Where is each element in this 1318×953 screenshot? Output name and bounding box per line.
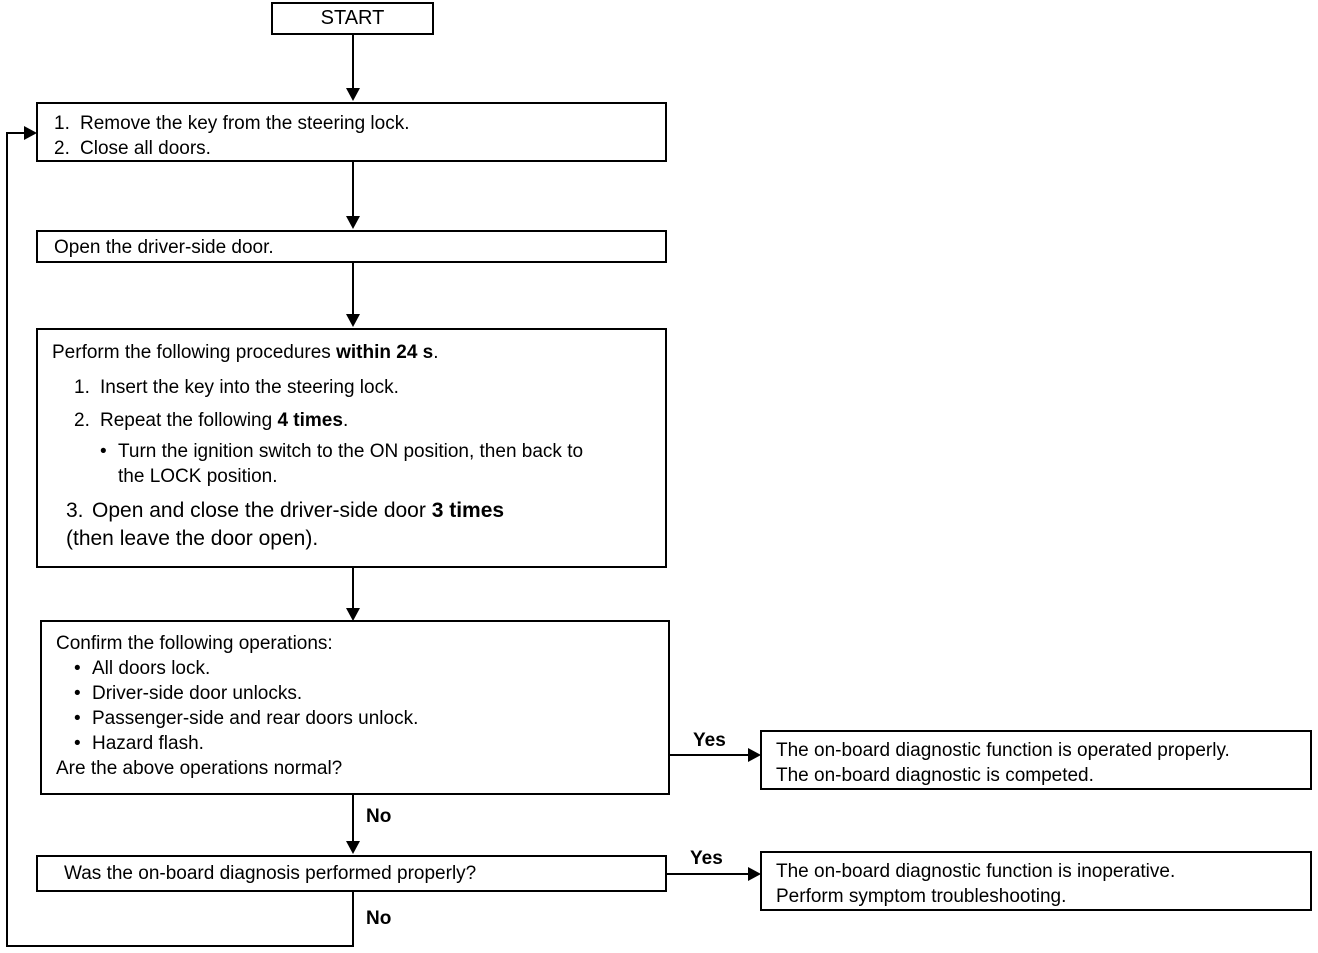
branch-label-no-lower: No: [366, 908, 392, 929]
node-result-ok: The on-board diagnostic function is oper…: [760, 730, 1312, 790]
step4-bullet-2: • Driver-side door unlocks.: [74, 681, 668, 706]
arrowhead-step4-to-step5: [346, 841, 360, 854]
branch-label-yes-lower: Yes: [690, 848, 723, 869]
step4-bullet-4: • Hazard flash.: [74, 731, 668, 756]
step3-bullet-line-2: the LOCK position.: [118, 466, 278, 488]
result-ok-line-2: The on-board diagnostic is competed.: [776, 765, 1094, 787]
connector-loop-bottom: [6, 945, 354, 947]
step3-item-3-marker: 3.: [66, 499, 84, 523]
node-start: START: [271, 2, 434, 35]
step4-bullet-1-marker: •: [74, 658, 81, 680]
connector-step4-yes: [668, 754, 750, 756]
step3-item-2-emphasis: 4 times: [277, 410, 343, 432]
step4-bullet-3: • Passenger-side and rear doors unlock.: [74, 706, 668, 731]
step3-bullet-text: Turn the ignition switch to the ON posit…: [118, 439, 583, 489]
arrowhead-start-to-step1: [346, 88, 360, 101]
step3-heading-post: .: [433, 342, 439, 363]
arrowhead-step3-to-step4: [346, 608, 360, 621]
arrowhead-step1-to-step2: [346, 216, 360, 229]
result-ok-line-1: The on-board diagnostic function is oper…: [776, 740, 1230, 761]
result-bad-line-2: Perform symptom troubleshooting.: [776, 886, 1067, 908]
step3-item-2-post: .: [342, 410, 349, 432]
connector-step2-to-step3: [352, 263, 354, 316]
step5-question: Was the on-board diagnosis performed pro…: [64, 863, 477, 884]
step3-item-1: 1. Insert the key into the steering lock…: [74, 375, 665, 400]
step1-item-2: 2. Close all doors.: [54, 136, 665, 161]
step3-heading-pre: Perform the following procedures: [52, 342, 337, 363]
arrowhead-step4-yes: [748, 748, 761, 762]
node-step-3: Perform the following procedures within …: [36, 328, 667, 568]
connector-loop-into-step1: [6, 132, 28, 134]
step3-item-2: 2. Repeat the following 4 times.: [74, 408, 665, 433]
step3-bullet: • Turn the ignition switch to the ON pos…: [100, 439, 665, 489]
step4-heading: Confirm the following operations:: [56, 633, 333, 654]
arrowhead-loop-into-step1: [24, 126, 37, 140]
connector-step5-yes: [667, 873, 750, 875]
step3-item-3-text: Open and close the driver-side door 3 ti…: [92, 497, 504, 525]
step4-bullet-4-marker: •: [74, 733, 81, 755]
connector-step3-to-step4: [352, 568, 354, 612]
connector-loop-left: [6, 132, 8, 947]
step3-item-3-emphasis: 3 times: [431, 499, 505, 523]
connector-step4-to-step5: [352, 795, 354, 845]
step3-bullet-marker: •: [100, 441, 107, 463]
step4-bullet-4-text: Hazard flash.: [92, 733, 204, 755]
step1-item-1-marker: 1.: [54, 113, 70, 134]
connector-start-to-step1: [352, 35, 354, 90]
step4-question: Are the above operations normal?: [56, 758, 343, 780]
step3-item-2-marker: 2.: [74, 410, 90, 432]
step3-item-3-pre: Open and close the driver-side door: [92, 499, 432, 523]
node-step-1: 1. Remove the key from the steering lock…: [36, 102, 667, 162]
step2-text: Open the driver-side door.: [54, 237, 274, 258]
step3-item-2-pre: Repeat the following: [100, 410, 278, 432]
step3-item-1-text: Insert the key into the steering lock.: [100, 377, 399, 399]
branch-label-yes-upper: Yes: [693, 730, 726, 751]
step3-item-3: 3. Open and close the driver-side door 3…: [66, 497, 665, 525]
connector-step1-to-step2: [352, 162, 354, 218]
step3-item-3-line-2: (then leave the door open).: [66, 527, 319, 551]
step4-bullet-3-text: Passenger-side and rear doors unlock.: [92, 708, 419, 730]
step4-bullet-1-text: All doors lock.: [92, 658, 211, 680]
step3-heading-emphasis: within 24 s: [336, 342, 434, 363]
step3-item-2-text: Repeat the following 4 times.: [100, 408, 348, 433]
step1-item-1: 1. Remove the key from the steering lock…: [54, 111, 665, 136]
step1-item-2-marker: 2.: [54, 138, 70, 160]
step1-item-1-text: Remove the key from the steering lock.: [80, 113, 410, 134]
result-bad-line-1: The on-board diagnostic function is inop…: [776, 861, 1176, 882]
step1-item-2-text: Close all doors.: [80, 138, 211, 160]
connector-step5-no-down: [352, 892, 354, 947]
node-step-5: Was the on-board diagnosis performed pro…: [36, 855, 667, 892]
node-step-4: Confirm the following operations: • All …: [40, 620, 670, 795]
step4-bullet-1: • All doors lock.: [74, 656, 668, 681]
step4-bullet-3-marker: •: [74, 708, 81, 730]
branch-label-no-upper: No: [366, 806, 392, 827]
step4-bullet-2-text: Driver-side door unlocks.: [92, 683, 303, 705]
step3-item-1-marker: 1.: [74, 377, 90, 399]
node-result-bad: The on-board diagnostic function is inop…: [760, 851, 1312, 911]
start-label: START: [320, 7, 385, 30]
step3-bullet-line-1: Turn the ignition switch to the ON posit…: [118, 441, 584, 463]
step4-bullet-2-marker: •: [74, 683, 81, 705]
arrowhead-step2-to-step3: [346, 314, 360, 327]
node-step-2: Open the driver-side door.: [36, 230, 667, 263]
step3-heading: Perform the following procedures within …: [52, 340, 665, 365]
arrowhead-step5-yes: [748, 867, 761, 881]
